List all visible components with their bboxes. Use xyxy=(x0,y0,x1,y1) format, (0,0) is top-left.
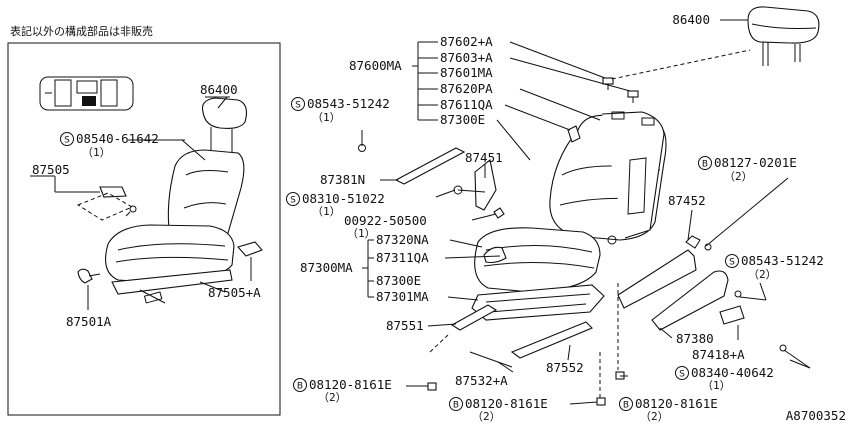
callout-nut2: B 08120-8161E （2） xyxy=(449,396,548,423)
label-rail-left: 87551 xyxy=(386,318,424,333)
inset-label-cover-a: 87505+A xyxy=(208,285,261,300)
inset-leaders xyxy=(30,96,252,310)
label-back-group: 87600MA xyxy=(349,58,402,73)
seat-rails-illustration xyxy=(429,283,619,398)
label-headrest: 86400 xyxy=(672,12,710,27)
svg-text:S: S xyxy=(290,196,296,206)
headrest-guides xyxy=(602,49,751,103)
label-bolt1: 08543-51242 xyxy=(307,96,390,111)
label-hinge-right: 87452 xyxy=(668,193,706,208)
leader-lines xyxy=(361,41,811,405)
svg-text:B: B xyxy=(453,401,459,411)
callout-nut3: B 08120-8161E （2） xyxy=(619,396,718,423)
svg-text:B: B xyxy=(623,401,629,411)
label-cushion-b: 87311QA xyxy=(376,250,429,265)
svg-text:S: S xyxy=(729,258,735,268)
headrest-illustration xyxy=(720,6,820,66)
inset-note: 表記以外の構成部品は非販売 xyxy=(10,24,153,38)
svg-text:（2）: （2） xyxy=(640,410,669,423)
inset-seat-illustration xyxy=(77,97,263,304)
svg-text:B: B xyxy=(297,382,303,392)
car-icon xyxy=(39,76,134,111)
right-hinge-illustration xyxy=(617,235,787,352)
callout-nut1: B 08120-8161E （2） xyxy=(293,377,392,404)
label-bracket-left: 87381N xyxy=(320,172,365,187)
label-bolt4: 08543-51242 xyxy=(741,253,824,268)
svg-text:（1）: （1） xyxy=(82,146,111,159)
label-back-frame: 87611QA xyxy=(440,97,493,112)
label-back-c: 87601MA xyxy=(440,65,493,80)
label-nut3: 08120-8161E xyxy=(635,396,718,411)
inset-label-headrest: 86400 xyxy=(200,82,238,97)
callout-bolt3: B 08127-0201E （2） xyxy=(698,155,797,183)
label-back-a: 87602+A xyxy=(440,34,493,49)
label-side-cover-a: 87418+A xyxy=(692,347,745,362)
label-back-pad: 87620PA xyxy=(440,81,493,96)
svg-text:（1）: （1） xyxy=(702,379,731,392)
label-rail-right: 87552 xyxy=(546,360,584,375)
inset-frame xyxy=(7,42,281,416)
seat-cushion-illustration xyxy=(471,227,605,321)
label-nut1: 08120-8161E xyxy=(309,377,392,392)
callout-bolt5: S 08340-40642 （1） xyxy=(675,365,774,392)
seat-back-illustration xyxy=(549,111,667,245)
inset-label-knob: 87501A xyxy=(66,314,112,329)
inset-screw-callout: S 08540-61642 （1） xyxy=(60,131,159,159)
svg-text:（2）: （2） xyxy=(748,268,777,281)
svg-text:（2）: （2） xyxy=(318,391,347,404)
inset-panel: 表記以外の構成部品は非販売 xyxy=(7,24,281,416)
svg-text:B: B xyxy=(702,160,708,170)
label-hinge: 87451 xyxy=(465,150,503,165)
figure-code: A8700352 xyxy=(786,408,846,423)
svg-text:S: S xyxy=(64,136,70,146)
callout-bolt4: S 08543-51242 （2） xyxy=(725,253,824,281)
svg-text:（2）: （2） xyxy=(724,170,753,183)
svg-text:（1）: （1） xyxy=(347,227,376,240)
svg-text:（1）: （1） xyxy=(312,111,341,124)
svg-text:S: S xyxy=(679,370,685,380)
label-rail-cover: 87532+A xyxy=(455,373,508,388)
label-bolt3: 08127-0201E xyxy=(714,155,797,170)
svg-text:（1）: （1） xyxy=(312,205,341,218)
label-bolt5: 08340-40642 xyxy=(691,365,774,380)
inset-label-screw: 08540-61642 xyxy=(76,131,159,146)
label-cushion-a: 87320NA xyxy=(376,232,429,247)
label-side-cover: 87380 xyxy=(676,331,714,346)
callout-bolt2: S 08310-51022 （1） xyxy=(286,191,385,218)
callout-bolt1: S 08543-51242 （1） xyxy=(291,96,390,124)
label-back-e: 87300E xyxy=(440,112,485,127)
label-bolt2: 08310-51022 xyxy=(302,191,385,206)
svg-text:S: S xyxy=(295,101,301,111)
svg-text:（2）: （2） xyxy=(472,410,501,423)
left-bracket-illustration xyxy=(358,144,505,219)
label-nut2: 08120-8161E xyxy=(465,396,548,411)
label-cushion-e: 87300E xyxy=(376,273,421,288)
label-cushion-group: 87300MA xyxy=(300,260,353,275)
label-cushion-c: 87301MA xyxy=(376,289,429,304)
inset-label-cover: 87505 xyxy=(32,162,70,177)
label-back-b: 87603+A xyxy=(440,50,493,65)
label-pin: 00922-50500 xyxy=(344,213,427,228)
